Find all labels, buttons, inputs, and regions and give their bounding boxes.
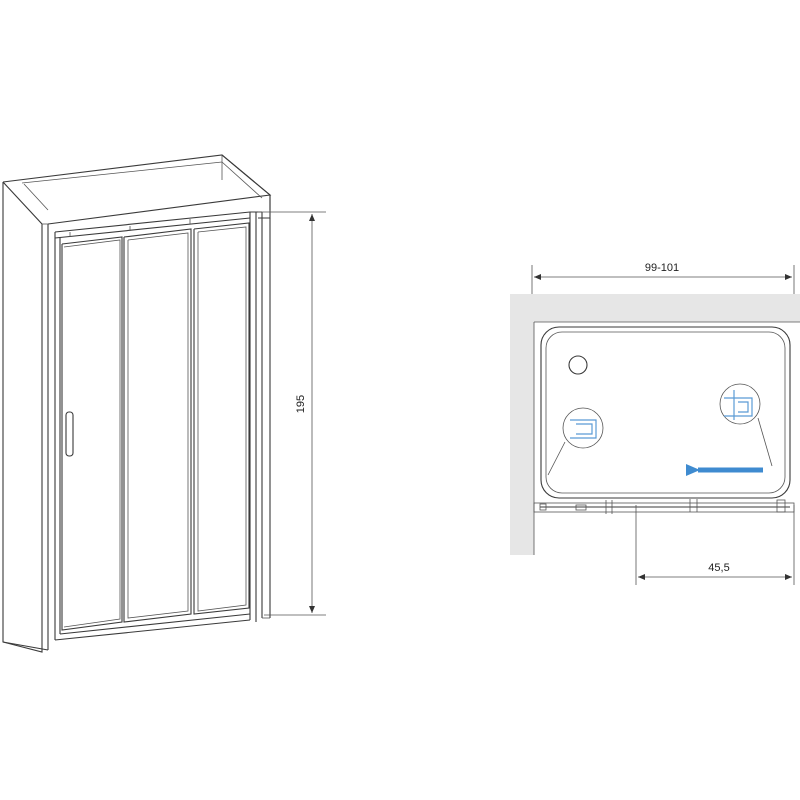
door-panel-right	[193, 222, 250, 615]
door-panel-middle	[123, 228, 192, 623]
detail-callout-left	[547, 407, 604, 476]
plan-walls	[510, 294, 800, 555]
detail-callout-right	[719, 383, 773, 467]
door-frame	[54, 211, 271, 641]
door-handle	[65, 411, 74, 457]
entry-dimension-label: 45,5	[708, 562, 729, 574]
shower-tray	[540, 326, 791, 499]
door-track-plan	[533, 499, 795, 514]
plan-view: 99-101	[510, 262, 800, 585]
profile-detail-right	[724, 390, 753, 420]
entry-dimension: 45,5	[635, 505, 795, 585]
enclosure-walls	[2, 154, 272, 653]
width-dimension-label: 99-101	[645, 262, 679, 274]
door-panels	[61, 222, 250, 631]
height-dimension-label: 195	[295, 395, 307, 413]
drain-icon	[568, 355, 588, 375]
front-view: 195	[2, 154, 326, 653]
profile-detail-left	[570, 419, 597, 439]
height-dimension: 195	[258, 211, 326, 616]
door-panel-left	[61, 236, 123, 631]
